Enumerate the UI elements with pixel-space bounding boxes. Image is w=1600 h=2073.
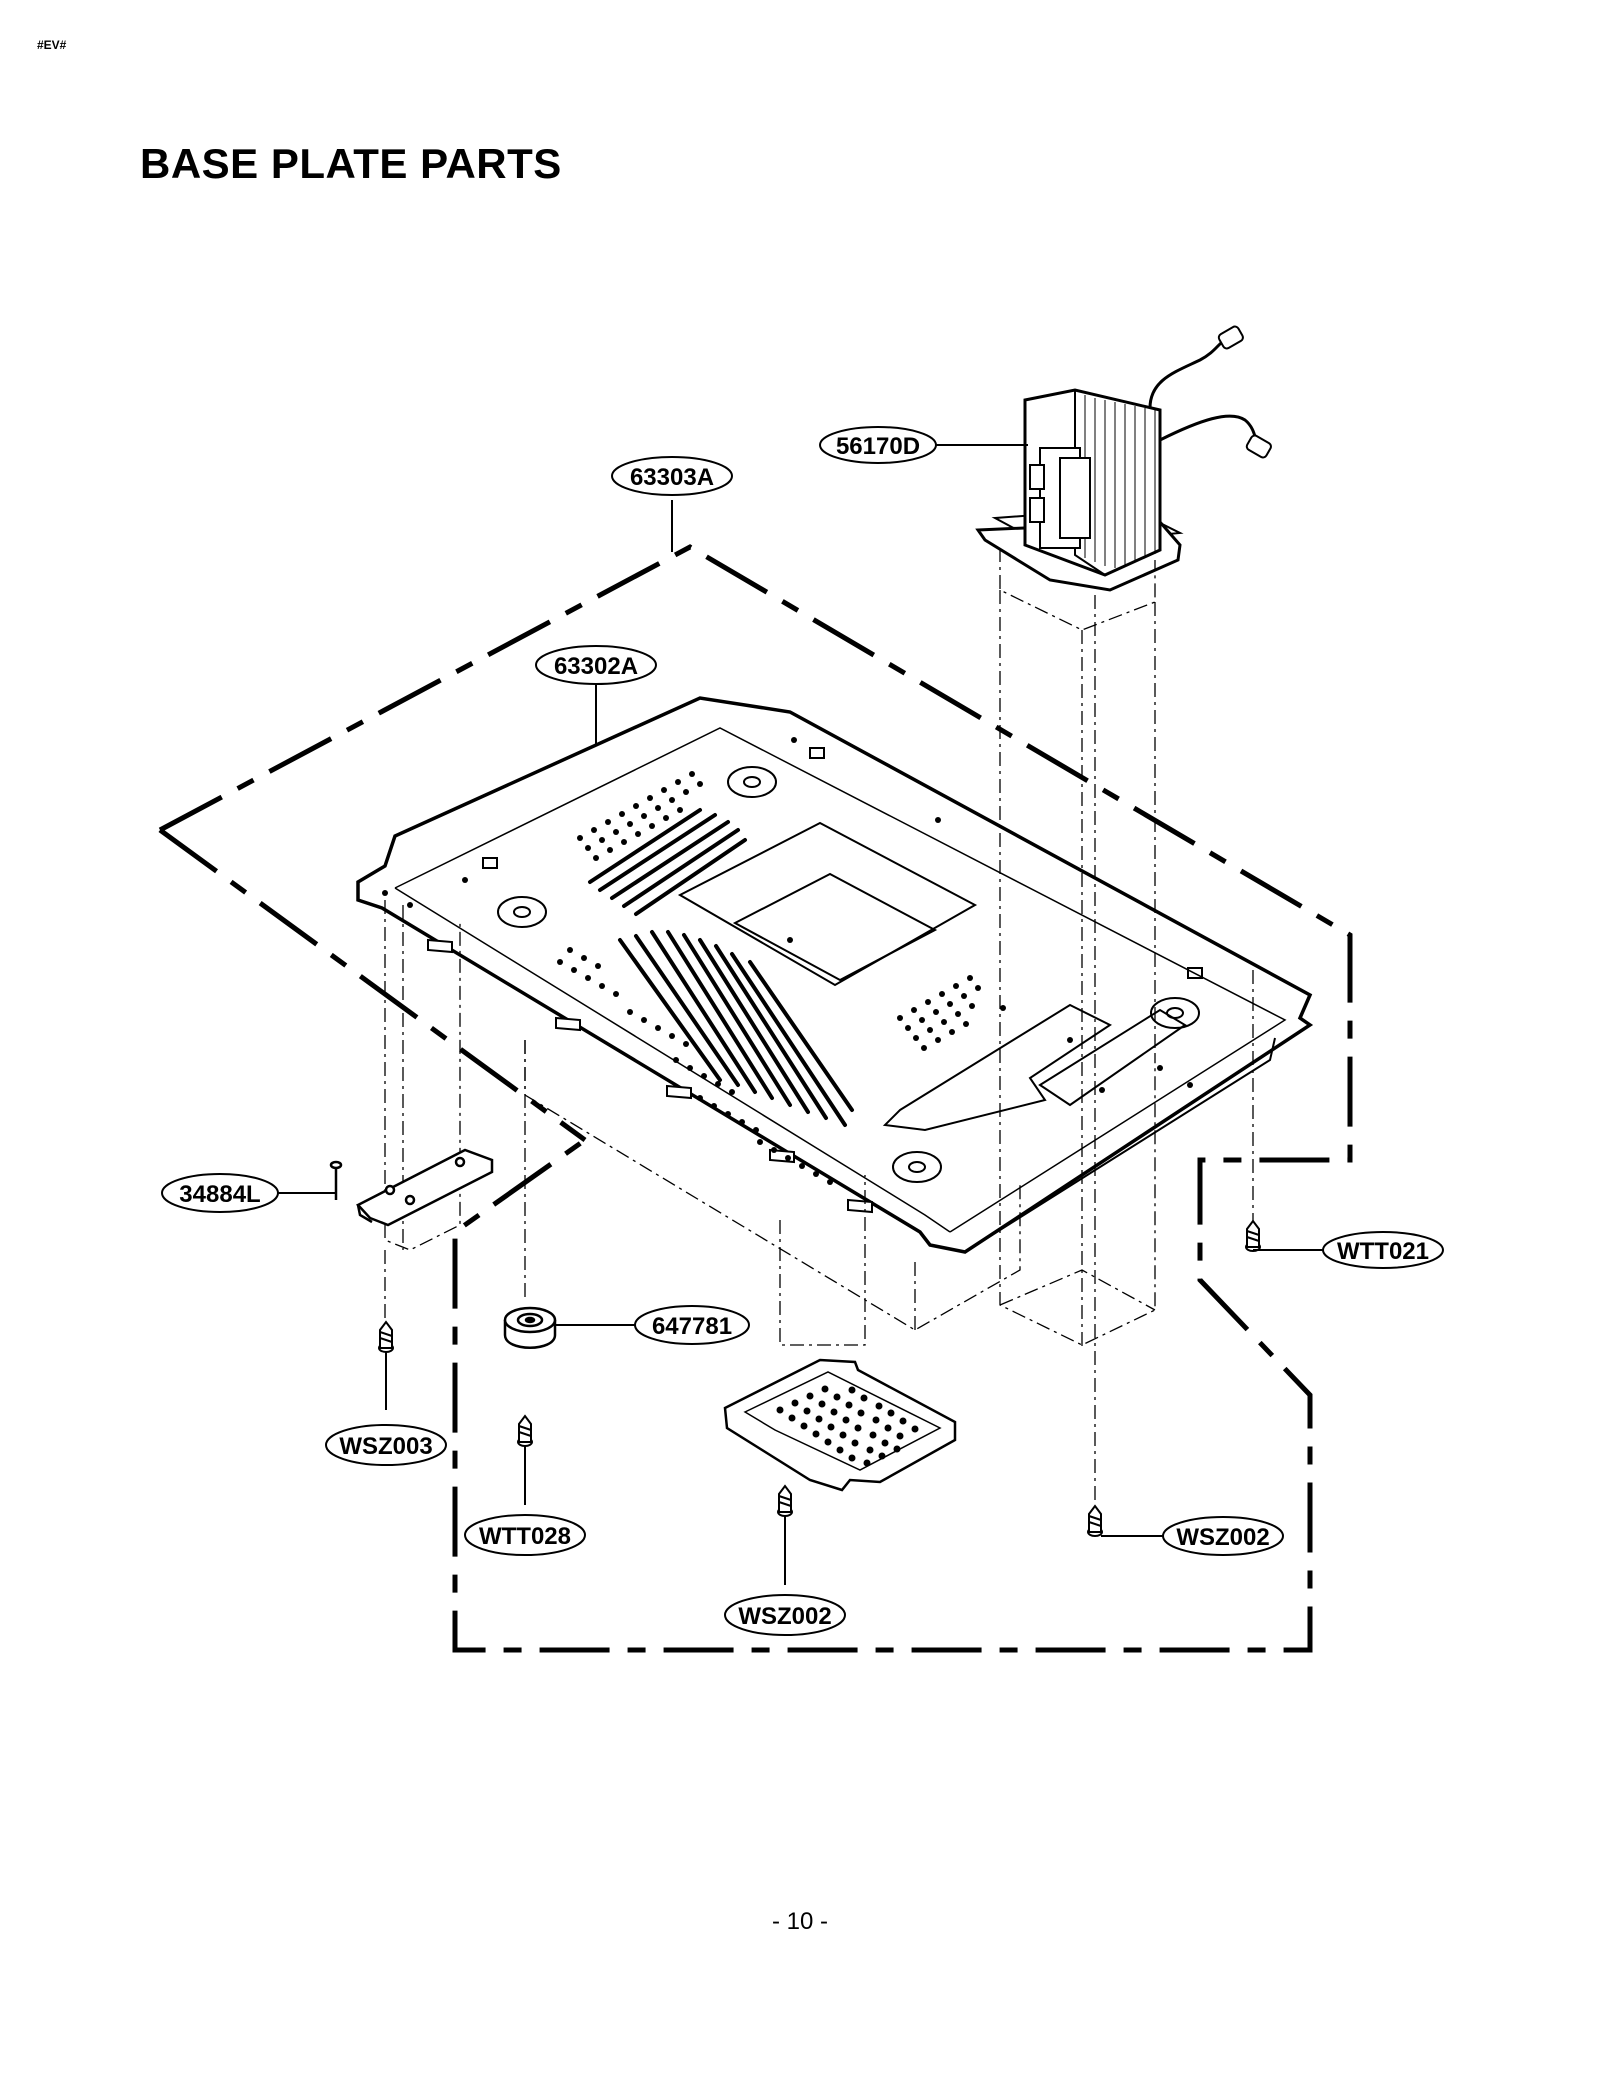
bracket-34884l	[329, 1148, 494, 1227]
callout-label-wsz002-right: WSZ002	[1176, 1524, 1269, 1551]
callout-label-wtt021: WTT021	[1337, 1238, 1429, 1265]
callout-label-34884l: 34884L	[179, 1181, 260, 1208]
screw-wtt021	[1245, 1219, 1261, 1252]
vent-holes	[557, 771, 981, 1185]
base-plate-63302a	[356, 696, 1314, 1254]
callout-wsz003: WSZ003	[325, 1424, 447, 1466]
leader-lines	[278, 444, 1323, 1585]
screw-wsz002-bottom	[777, 1484, 793, 1517]
screw-wsz003	[378, 1320, 394, 1353]
callout-wtt021: WTT021	[1322, 1231, 1444, 1269]
callout-34884l: 34884L	[161, 1173, 279, 1213]
callout-63302a: 63302A	[535, 645, 657, 685]
assembly-boundary-63303a	[158, 544, 1353, 1653]
page-code: #EV#	[37, 38, 67, 52]
callout-63303a: 63303A	[611, 456, 733, 496]
foot-647781	[503, 1306, 557, 1349]
screw-wtt028	[517, 1414, 533, 1447]
projection-lines	[384, 548, 1254, 1500]
callout-wsz002-right: WSZ002	[1162, 1516, 1284, 1556]
callout-wtt028: WTT028	[464, 1514, 586, 1556]
page-number: - 10 -	[771, 1908, 828, 1935]
callout-wsz002-bottom: WSZ002	[724, 1594, 846, 1636]
callout-label-56170d: 56170D	[836, 433, 920, 460]
transformer-56170d	[975, 325, 1272, 592]
callout-label-63303a: 63303A	[630, 464, 714, 491]
callout-label-wsz002-bottom: WSZ002	[738, 1603, 831, 1630]
callout-56170d: 56170D	[819, 426, 937, 464]
callout-label-wsz003: WSZ003	[339, 1433, 432, 1460]
callout-label-647781: 647781	[652, 1313, 732, 1340]
page-title: BASE PLATE PARTS	[140, 140, 562, 187]
callout-647781: 647781	[634, 1305, 750, 1345]
callout-label-63302a: 63302A	[554, 653, 638, 680]
callout-label-wtt028: WTT028	[479, 1523, 571, 1550]
vent-cover	[723, 1358, 957, 1492]
screw-wsz002-right	[1087, 1504, 1103, 1537]
vent-louvers	[588, 808, 854, 1127]
